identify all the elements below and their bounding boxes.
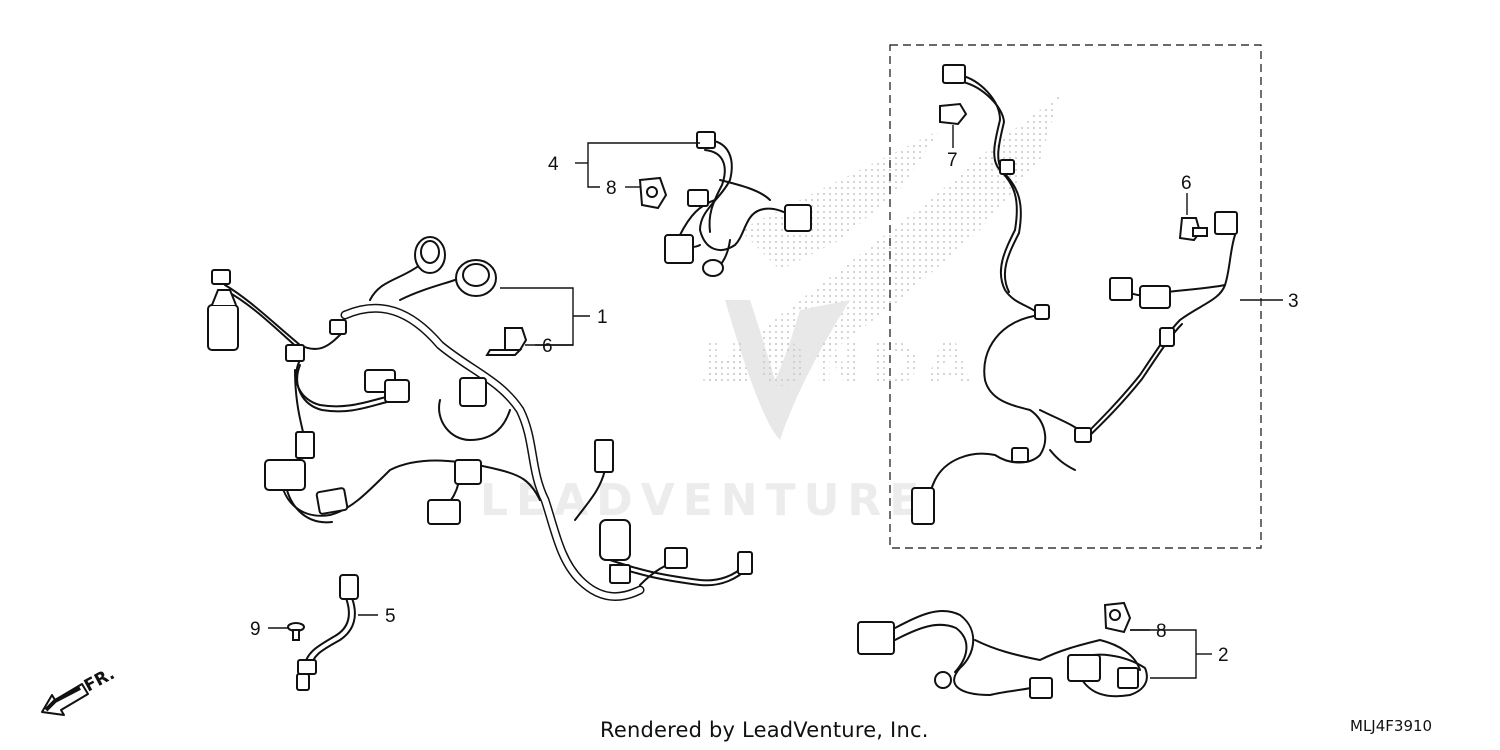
callout-8a: 8 bbox=[606, 178, 617, 199]
harness-clip-8a bbox=[638, 176, 668, 210]
leader-lines bbox=[268, 125, 1283, 679]
callout-5: 5 bbox=[385, 606, 396, 627]
harness-clip-8b bbox=[1103, 601, 1132, 634]
front-direction-arrow: FR. bbox=[41, 664, 118, 716]
callout-7: 7 bbox=[947, 150, 958, 171]
diagram-code: MLJ4F3910 bbox=[1350, 717, 1433, 735]
callout-8b: 8 bbox=[1156, 621, 1167, 642]
sub-harness-4-connectors bbox=[664, 131, 812, 277]
sub-harness-3-connectors bbox=[911, 64, 1238, 525]
sub-harness-2-connectors bbox=[857, 621, 1139, 699]
sensor-canister bbox=[207, 269, 239, 351]
honda-text-watermark: HONDA bbox=[700, 330, 978, 400]
sensor-lead-5-parts bbox=[296, 574, 359, 691]
sub-harness-3[interactable] bbox=[924, 74, 1236, 511]
bolt-9 bbox=[287, 622, 305, 641]
callout-3: 3 bbox=[1288, 291, 1299, 312]
harness-clip-6a bbox=[485, 327, 528, 356]
callout-6b: 6 bbox=[1181, 173, 1192, 194]
callout-1: 1 bbox=[597, 307, 608, 328]
callout-9: 9 bbox=[250, 619, 261, 640]
harness-connectors bbox=[264, 319, 753, 584]
harness-clip-6b bbox=[1178, 217, 1208, 242]
harness-clip-7 bbox=[939, 102, 968, 126]
grommet-pair bbox=[414, 236, 497, 297]
callout-2: 2 bbox=[1218, 645, 1229, 666]
part-3-dashed-frame bbox=[889, 44, 1262, 549]
main-wire-harness[interactable] bbox=[224, 264, 749, 602]
callout-4: 4 bbox=[548, 154, 559, 175]
callout-6a: 6 bbox=[542, 336, 553, 357]
footer-credit: Rendered by LeadVenture, Inc. bbox=[600, 718, 929, 742]
sub-harness-2[interactable] bbox=[894, 610, 1148, 698]
